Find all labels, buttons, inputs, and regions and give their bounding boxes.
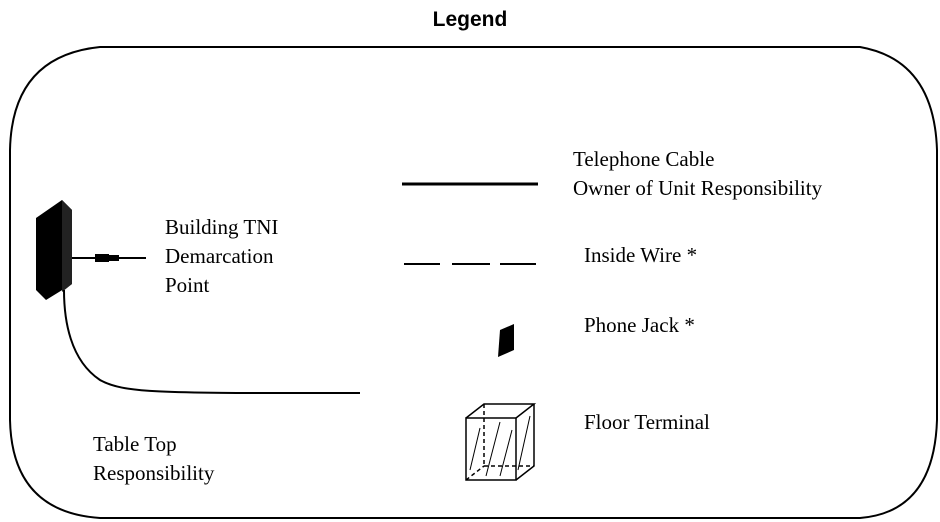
telephone-cable-label: Telephone Cable Owner of Unit Responsibi…	[573, 145, 822, 203]
table-top-label-line: Table Top	[93, 432, 177, 456]
phone-jack-label: Phone Jack *	[584, 313, 695, 337]
phone-jack-icon	[498, 324, 514, 357]
table-top-label-line: Responsibility	[93, 461, 215, 485]
demarcation-connector	[72, 254, 146, 262]
owner-responsibility-label-line: Owner of Unit Responsibility	[573, 176, 823, 200]
inside-wire-label: Inside Wire *	[584, 243, 698, 267]
legend-title: Legend	[432, 8, 508, 31]
building-label-line: Point	[165, 273, 210, 297]
floor-terminal-icon	[465, 403, 537, 481]
telephone-cable-label-line: Telephone Cable	[573, 147, 715, 171]
legend-border	[9, 46, 938, 519]
table-top-label: Table Top Responsibility	[93, 430, 214, 488]
building-tni-icon	[36, 200, 72, 300]
building-label-line: Demarcation	[165, 244, 274, 268]
building-label-line: Building TNI	[165, 215, 279, 239]
building-label: Building TNI Demarcation Point	[165, 213, 278, 300]
building-cable	[63, 289, 361, 395]
floor-terminal-label: Floor Terminal	[584, 410, 710, 434]
